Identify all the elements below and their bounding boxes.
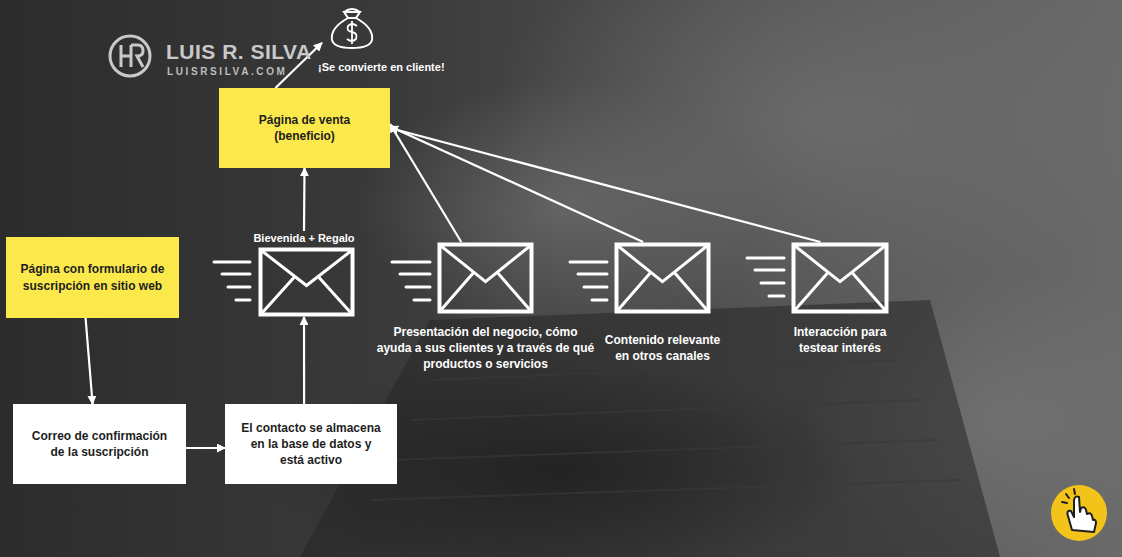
email-node: Interacción para testear interés bbox=[791, 242, 889, 314]
money-bag-icon bbox=[322, 2, 382, 50]
process-box: El contacto se almacena en la base de da… bbox=[225, 404, 397, 484]
flow-arrow bbox=[186, 447, 225, 449]
money-bag: ¡Se convierte en cliente! bbox=[322, 2, 382, 50]
email-node: Contenido relevante en otros canales bbox=[614, 242, 711, 314]
logo-mark bbox=[110, 36, 150, 76]
envelope-icon bbox=[437, 242, 534, 314]
email-label: Presentación del negocio, cómo ayuda a s… bbox=[375, 324, 596, 373]
envelope-icon bbox=[258, 247, 355, 317]
flow-arrow bbox=[390, 128, 820, 242]
process-box: Página de venta (beneficio) bbox=[219, 88, 390, 168]
envelope-icon bbox=[791, 242, 889, 314]
flow-arrow bbox=[303, 317, 305, 404]
box-text: Página con formulario de suscripción en … bbox=[13, 261, 173, 293]
box-text: Correo de confirmación de la suscripción bbox=[25, 428, 175, 460]
email-node: Presentación del negocio, cómo ayuda a s… bbox=[437, 242, 534, 314]
process-box: Página con formulario de suscripción en … bbox=[6, 237, 179, 318]
envelope-icon bbox=[614, 242, 711, 314]
box-text: El contacto se almacena en la base de da… bbox=[241, 420, 381, 469]
brand-name: LUIS R. SILVA bbox=[166, 40, 312, 64]
box-text: Página de venta (beneficio) bbox=[245, 112, 365, 144]
outcome-label: ¡Se convierte en cliente! bbox=[318, 60, 445, 75]
flow-arrow bbox=[303, 168, 306, 231]
flow-arrow bbox=[86, 318, 93, 404]
brand-url: LUISRSILVA.COM bbox=[167, 66, 287, 77]
email-label: Contenido relevante en otros canales bbox=[598, 332, 727, 364]
email-node: Bievenida + Regalo bbox=[244, 231, 364, 317]
email-label: Bievenida + Regalo bbox=[244, 231, 364, 246]
email-label: Interacción para testear interés bbox=[783, 324, 897, 356]
click-hand-icon bbox=[1051, 485, 1107, 541]
process-box: Correo de confirmación de la suscripción bbox=[13, 404, 186, 484]
